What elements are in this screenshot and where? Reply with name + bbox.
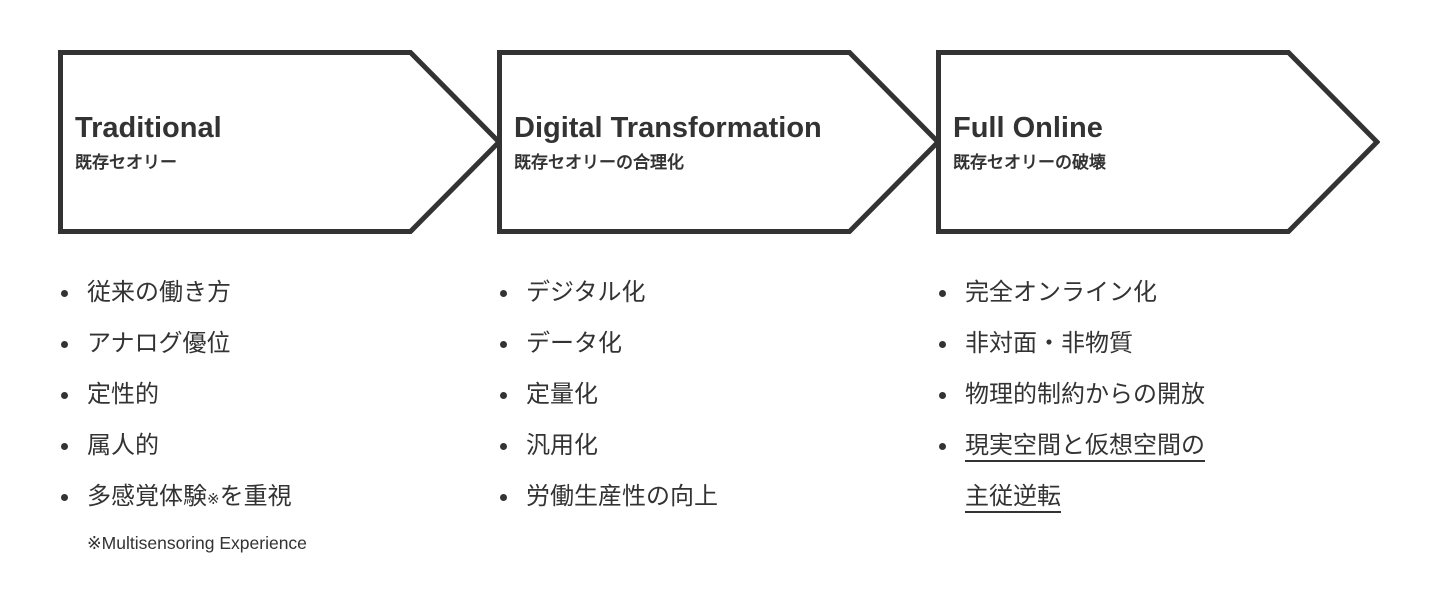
bullet-icon bbox=[500, 494, 507, 501]
list-item: 物理的制約からの開放 bbox=[936, 383, 1380, 407]
stage-traditional: Traditional 既存セオリー 従来の働き方 アナログ優位 定性的 属人的 bbox=[58, 50, 502, 554]
list-item-text: 現実空間と仮想空間の 主従逆転 bbox=[965, 434, 1205, 509]
list-item: データ化 bbox=[497, 332, 941, 356]
stage-arrow-digital-transformation: Digital Transformation 既存セオリーの合理化 bbox=[497, 50, 941, 234]
bullet-icon bbox=[61, 290, 68, 297]
stage-title: Digital Transformation bbox=[514, 111, 822, 144]
list-item: 定性的 bbox=[58, 383, 502, 407]
list-item-text: 非対面・非物質 bbox=[965, 330, 1133, 357]
bullet-icon bbox=[500, 290, 507, 297]
list-item-text-main: 多感覚体験 bbox=[87, 483, 207, 510]
stage-subtitle: 既存セオリーの破壊 bbox=[953, 152, 1106, 172]
list-item: 従来の働き方 bbox=[58, 281, 502, 305]
list-item: 多感覚体験※を重視 bbox=[58, 485, 502, 512]
list-item-text: 定量化 bbox=[526, 381, 598, 408]
chevron-arrow-outline bbox=[936, 50, 1380, 234]
bullet-icon bbox=[500, 341, 507, 348]
stage-header: Traditional 既存セオリー bbox=[75, 50, 222, 234]
list-item-text: アナログ優位 bbox=[87, 330, 231, 357]
list-item-text: 完全オンライン化 bbox=[965, 279, 1157, 306]
chevron-arrow-outline bbox=[58, 50, 502, 234]
bullet-icon bbox=[939, 341, 946, 348]
bullet-icon bbox=[61, 494, 68, 501]
stage-digital-transformation: Digital Transformation 既存セオリーの合理化 デジタル化 … bbox=[497, 50, 941, 536]
bullet-icon bbox=[500, 443, 507, 450]
stage-full-online: Full Online 既存セオリーの破壊 完全オンライン化 非対面・非物質 物… bbox=[936, 50, 1380, 536]
stage-arrow-full-online: Full Online 既存セオリーの破壊 bbox=[936, 50, 1380, 234]
list-item-text: 物理的制約からの開放 bbox=[965, 381, 1205, 408]
list-item-text: 労働生産性の向上 bbox=[526, 483, 718, 510]
stage-title: Full Online bbox=[953, 111, 1103, 144]
stage-title: Traditional bbox=[75, 111, 222, 144]
list-item-text-tail: を重視 bbox=[219, 483, 292, 510]
bullet-icon bbox=[939, 290, 946, 297]
stage-subtitle: 既存セオリー bbox=[75, 152, 177, 172]
footnote: ※Multisensoring Experience bbox=[87, 533, 307, 553]
stage-bullet-list: 完全オンライン化 非対面・非物質 物理的制約からの開放 現実空間と仮想空間の 主… bbox=[936, 281, 1380, 509]
list-item-text: 属人的 bbox=[87, 432, 159, 459]
reference-mark: ※ bbox=[207, 491, 220, 508]
list-item: 汎用化 bbox=[497, 434, 941, 458]
chevron-arrow-shape bbox=[936, 50, 1380, 234]
bullet-icon bbox=[939, 443, 946, 450]
stage-arrow-traditional: Traditional 既存セオリー bbox=[58, 50, 502, 234]
bullet-icon bbox=[61, 443, 68, 450]
stage-header: Digital Transformation 既存セオリーの合理化 bbox=[514, 50, 822, 234]
list-item-text: 汎用化 bbox=[526, 432, 598, 459]
list-item-text: 定性的 bbox=[87, 381, 159, 408]
bullet-icon bbox=[61, 392, 68, 399]
list-item-text: デジタル化 bbox=[526, 279, 646, 306]
stage-bullet-list: デジタル化 データ化 定量化 汎用化 労働生産性の向上 bbox=[497, 281, 941, 509]
bullet-icon bbox=[500, 392, 507, 399]
bullet-icon bbox=[939, 392, 946, 399]
list-item-text: 従来の働き方 bbox=[87, 279, 231, 306]
list-item: 定量化 bbox=[497, 383, 941, 407]
underlined-text-line: 主従逆転 bbox=[965, 483, 1061, 510]
chevron-arrow-outline bbox=[497, 50, 941, 234]
list-item: 非対面・非物質 bbox=[936, 332, 1380, 356]
chevron-arrow-shape bbox=[497, 50, 941, 234]
list-item: 属人的 bbox=[58, 434, 502, 458]
list-item: デジタル化 bbox=[497, 281, 941, 305]
list-item: 現実空間と仮想空間の 主従逆転 bbox=[936, 434, 1380, 509]
chevron-arrow-shape bbox=[58, 50, 502, 234]
bullet-icon bbox=[61, 341, 68, 348]
list-item: アナログ優位 bbox=[58, 332, 502, 356]
list-item: 労働生産性の向上 bbox=[497, 485, 941, 509]
list-item-text: データ化 bbox=[526, 330, 622, 357]
stage-header: Full Online 既存セオリーの破壊 bbox=[953, 50, 1106, 234]
list-item: 完全オンライン化 bbox=[936, 281, 1380, 305]
stage-bullet-list: 従来の働き方 アナログ優位 定性的 属人的 多感覚体験※を重視 bbox=[58, 281, 502, 512]
stage-subtitle: 既存セオリーの合理化 bbox=[514, 152, 684, 172]
list-item-text: 多感覚体験※を重視 bbox=[87, 485, 292, 512]
underlined-text-line: 現実空間と仮想空間の bbox=[965, 432, 1205, 459]
